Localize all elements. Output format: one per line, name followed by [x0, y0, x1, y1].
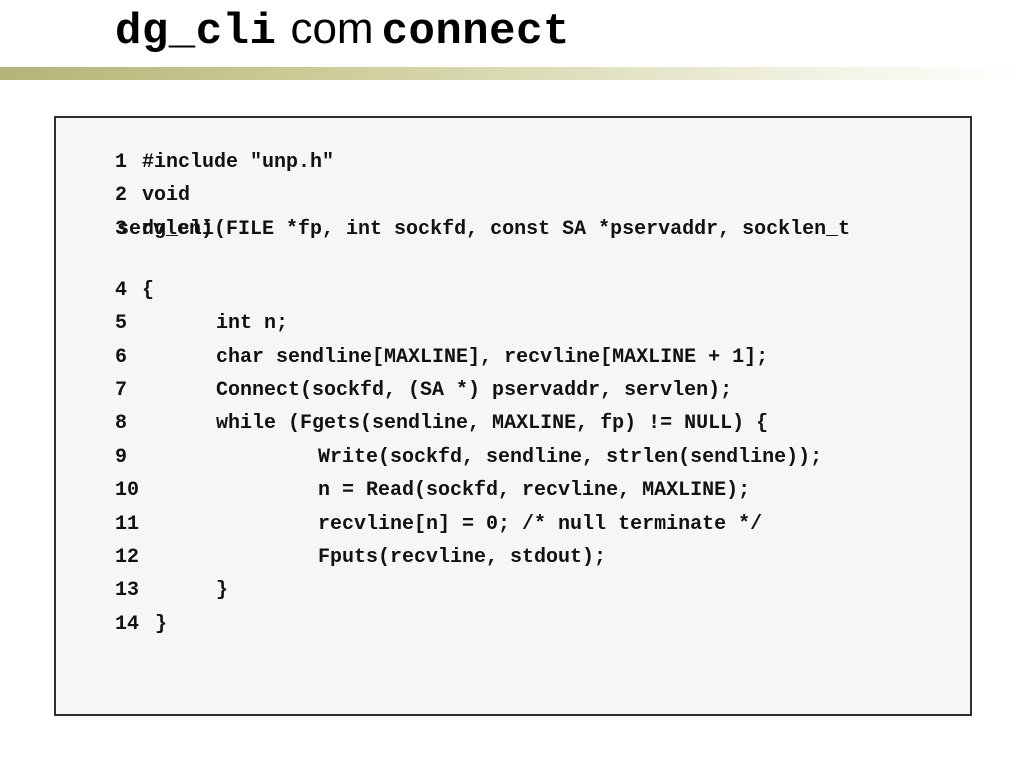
code-text: } — [216, 579, 229, 602]
code-text: void — [142, 184, 191, 207]
line-number: 11 — [115, 513, 140, 536]
line-number: 7 — [115, 379, 128, 402]
code-text: Connect(sockfd, (SA *) pservaddr, servle… — [216, 379, 733, 402]
code-line-3: 3 dg_cli(FILE *fp, int sockfd, const SA *… — [67, 188, 850, 272]
title-function-name: dg_cli — [115, 7, 277, 57]
line-number: 4 — [115, 279, 128, 302]
code-listing-box: 1 #include "unp.h" 2 void 3 dg_cli(FILE *fp… — [54, 116, 972, 716]
code-text: recvline[n] = 0; /* null terminate */ — [318, 513, 763, 536]
code-text: n = Read(sockfd, recvline, MAXLINE); — [318, 479, 751, 502]
code-line-11: 11 recvline[n] = 0; /* null terminate */ — [67, 483, 762, 567]
code-text: char sendline[MAXLINE], recvline[MAXLINE… — [216, 346, 769, 369]
code-line-12: 12 Fputs(recvline, stdout); — [67, 516, 606, 600]
code-text: while (Fgets(sendline, MAXLINE, fp) != N… — [216, 412, 769, 435]
line-number: 6 — [115, 346, 128, 369]
code-text: int n; — [216, 312, 289, 335]
title-connect-keyword: connect — [381, 7, 570, 57]
code-line-8: 8 while (Fgets(sendline, MAXLINE, fp) != … — [67, 382, 768, 466]
code-line-14: 14} — [67, 583, 167, 667]
code-line-6: 6 char sendline[MAXLINE], recvline[MAXLIN… — [67, 316, 768, 400]
code-text: } — [155, 613, 168, 636]
code-text: dg_cli(FILE *fp, int sockfd, const SA *p… — [142, 218, 851, 241]
line-number: 3 — [115, 218, 128, 241]
code-text: Write(sockfd, sendline, strlen(sendline)… — [318, 446, 823, 469]
line-number: 10 — [115, 479, 140, 502]
line-number: 2 — [115, 184, 128, 207]
code-line-9: 9 Write(sockfd, sendline, strlen(sendline… — [67, 416, 822, 500]
line-number: 13 — [115, 579, 140, 602]
code-line-10: 10 n = Read(sockfd, recvline, MAXLINE); — [67, 449, 750, 533]
title-connector-word: com — [290, 4, 374, 53]
line-number: 5 — [115, 312, 128, 335]
code-line-1: 1 #include "unp.h" — [67, 121, 334, 205]
code-text: { — [142, 279, 155, 302]
code-text: Fputs(recvline, stdout); — [318, 546, 607, 569]
title-underline-bar — [0, 67, 1023, 80]
code-line-2: 2 void — [67, 154, 190, 238]
code-line-4: 4{ — [67, 249, 154, 333]
line-number: 12 — [115, 546, 140, 569]
line-number: 8 — [115, 412, 128, 435]
code-line-3-continuation: servlen) — [117, 218, 214, 241]
code-line-7: 7 Connect(sockfd, (SA *) pservaddr, servl… — [67, 349, 732, 433]
code-text: #include "unp.h" — [142, 151, 335, 174]
code-line-13: 13} — [67, 549, 228, 633]
line-number: 9 — [115, 446, 128, 469]
code-line-5: 5 int n; — [67, 282, 288, 366]
line-number: 14 — [115, 613, 140, 636]
line-number: 1 — [115, 151, 128, 174]
